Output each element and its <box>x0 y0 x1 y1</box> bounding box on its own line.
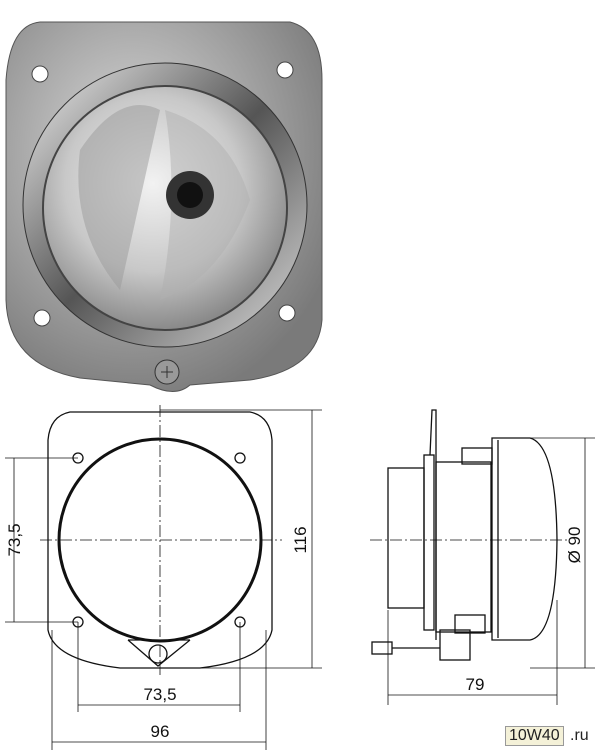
dim-hole-horizontal: 73,5 <box>143 685 176 704</box>
watermark-logo: 10W40 <box>505 726 564 746</box>
dim-depth: 79 <box>466 675 485 694</box>
watermark-suffix: .ru <box>570 727 589 744</box>
dim-width: 96 <box>151 722 170 741</box>
front-view-drawing <box>5 405 322 750</box>
dim-hole-vertical: 73,5 <box>5 523 24 556</box>
fog-lamp-photo <box>5 21 323 392</box>
side-view-drawing <box>370 409 595 705</box>
dim-height: 116 <box>291 526 310 553</box>
dim-diameter: Ø 90 <box>565 527 584 564</box>
